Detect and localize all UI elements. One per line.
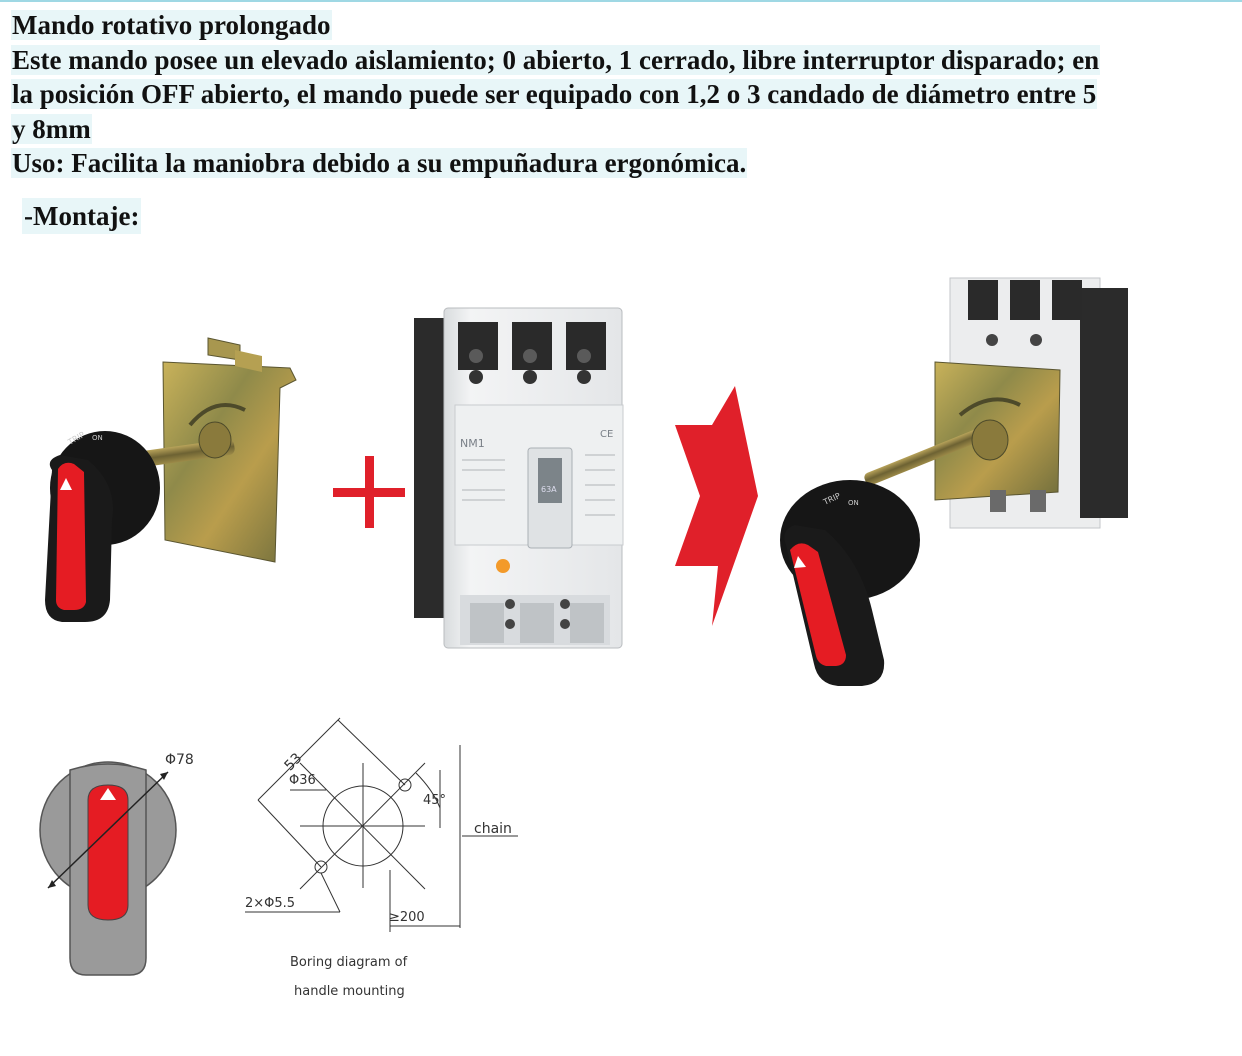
description-block: Mando rotativo prolongado Este mando pos… <box>11 8 1233 181</box>
dimension-53: 53 <box>282 750 306 774</box>
plus-sign <box>333 456 405 528</box>
handle-diameter-label: Φ78 <box>165 752 194 768</box>
assembled-unit: TRIP ON <box>780 277 1128 686</box>
boring-diagram <box>245 717 518 932</box>
dimension-36: Φ36 <box>289 773 316 788</box>
description-line-1: Este mando posee un elevado aislamiento;… <box>11 44 1101 75</box>
handle-assembly-left: TRIP ON <box>45 337 297 622</box>
product-title: Mando rotativo prolongado <box>11 10 332 40</box>
section-heading: -Montaje: <box>22 198 142 234</box>
handle-outline-drawing: Φ78 <box>39 752 194 976</box>
angle-45: 45° <box>423 793 446 808</box>
holes-label: 2×Φ5.5 <box>245 896 295 911</box>
usage-line: Uso: Facilita la maniobra debido a su em… <box>11 148 748 178</box>
red-arrow <box>675 386 758 626</box>
caption-line-2: handle mounting <box>294 984 405 999</box>
caption-line-1: Boring diagram of <box>290 955 408 970</box>
chain-label: chain <box>474 821 512 837</box>
min-length-label: ≥200 <box>389 910 425 925</box>
breaker-ce-mark: CE <box>600 429 613 440</box>
top-border <box>0 0 1242 2</box>
breaker-model: NM1 <box>460 437 485 450</box>
handle-on-label: ON <box>92 434 103 442</box>
description-line-2: la posición OFF abierto, el mando puede … <box>11 79 1098 109</box>
assembled-on-label: ON <box>848 499 859 507</box>
boring-diagram-labels: 53 Φ36 45° chain 2×Φ5.5 ≥200 Boring diag… <box>245 750 512 999</box>
breaker-rating: 63A <box>541 485 557 494</box>
description-line-3: y 8mm <box>11 113 92 144</box>
circuit-breaker: NM1 CE 63A <box>414 307 624 649</box>
